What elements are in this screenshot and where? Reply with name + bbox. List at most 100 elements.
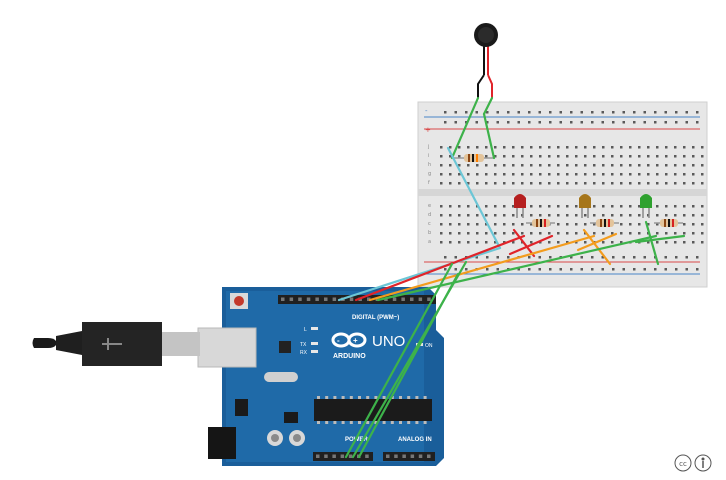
breadboard-hole: [485, 205, 488, 208]
rail-hole: [496, 121, 499, 124]
usb-cable[interactable]: [32, 322, 201, 366]
breadboard-hole: [593, 182, 596, 185]
breadboard-hole: [440, 173, 443, 176]
breadboard-hole: [683, 232, 686, 235]
breadboard-hole: [575, 164, 578, 167]
wire-green-cross[interactable]: [634, 234, 686, 244]
breadboard-hole: [521, 232, 524, 235]
license-badge[interactable]: cc: [674, 454, 712, 472]
rail-hole: [496, 111, 499, 114]
breadboard-hole: [449, 232, 452, 235]
wire-green-led-to-pin[interactable]: [376, 234, 658, 302]
logo-plus: +: [353, 336, 358, 345]
rail-hole: [559, 268, 562, 271]
wire-green-led-gnd[interactable]: [644, 220, 660, 266]
breadboard-hole: [503, 205, 506, 208]
power-jack[interactable]: [208, 427, 236, 459]
rail-hole: [538, 256, 541, 259]
breadboard-hole: [683, 164, 686, 167]
breadboard-hole: [665, 173, 668, 176]
wire-orange-cross[interactable]: [576, 232, 618, 252]
resistor-motor[interactable]: [454, 154, 494, 162]
rail-hole: [633, 121, 636, 124]
breadboard-hole: [566, 155, 569, 158]
rail-hole: [570, 256, 573, 259]
wire-orange-led-gnd[interactable]: [582, 228, 612, 266]
wire-cyan-to-pin[interactable]: [337, 246, 502, 302]
breadboard-hole: [593, 232, 596, 235]
usb-port[interactable]: [197, 327, 257, 368]
header-pin: [348, 454, 353, 458]
breadboard-hole: [665, 205, 668, 208]
breadboard-hole: [485, 173, 488, 176]
breadboard-hole: [449, 182, 452, 185]
breadboard-hole: [575, 182, 578, 185]
atmega-chip-legs: [317, 396, 427, 424]
breadboard-hole: [647, 182, 650, 185]
breadboard-hole: [476, 214, 479, 217]
breadboard-hole: [539, 182, 542, 185]
led-green[interactable]: [640, 194, 652, 218]
wire-orange-led-to-pin[interactable]: [368, 234, 596, 302]
breadboard-hole: [665, 146, 668, 149]
breadboard-hole: [539, 146, 542, 149]
breadboard-hole: [458, 205, 461, 208]
breadboard-hole: [701, 182, 704, 185]
breadboard-hole: [656, 164, 659, 167]
chip-leg: [390, 421, 394, 424]
model-label: UNO: [372, 333, 405, 350]
rail-hole: [475, 256, 478, 259]
breadboard-hole: [674, 173, 677, 176]
breadboard-hole: [638, 214, 641, 217]
breadboard-hole: [530, 214, 533, 217]
breadboard-hole: [566, 182, 569, 185]
arduino-board[interactable]: DIGITAL (PWM~) L TX RX ON - + UNO ARDUIN…: [197, 287, 444, 466]
row-letter: a: [428, 239, 431, 245]
reset-button-cap[interactable]: [234, 296, 244, 306]
wire-green-gnd-2[interactable]: [344, 262, 454, 459]
motor-face: [478, 27, 494, 43]
crystal-oscillator: [264, 372, 298, 382]
wire-green-gnd[interactable]: [357, 272, 460, 459]
breadboard-hole: [467, 241, 470, 244]
breadboard-hole: [701, 223, 704, 226]
wire-red-led-to-pin[interactable]: [354, 234, 526, 302]
header-pin: [306, 297, 311, 301]
led-orange[interactable]: [579, 194, 591, 218]
breadboard-hole: [692, 232, 695, 235]
row-letter: j: [427, 144, 429, 150]
chip-leg: [407, 421, 411, 424]
rail-hole: [622, 111, 625, 114]
resistor-orange[interactable]: [590, 219, 619, 227]
row-letter: g: [428, 171, 431, 177]
breadboard-hole: [494, 146, 497, 149]
breadboard-hole: [512, 232, 515, 235]
rail-hole: [580, 111, 583, 114]
rail-hole: [549, 268, 552, 271]
header-pin: [332, 297, 337, 301]
breadboard-hole: [512, 241, 515, 244]
rail-hole: [580, 121, 583, 124]
resistor-green[interactable]: [654, 219, 683, 227]
led-red[interactable]: [514, 194, 526, 218]
rail-hole: [486, 111, 489, 114]
chip-leg: [341, 421, 345, 424]
wire-red-cross[interactable]: [508, 234, 554, 256]
wire-cyan-breadboard[interactable]: [446, 146, 502, 250]
breadboard-hole: [611, 146, 614, 149]
wire-green-motor-rail-2[interactable]: [482, 112, 496, 160]
wire-green-motor-gnd[interactable]: [450, 96, 480, 160]
led-rx: [311, 350, 318, 353]
wire-green-motor-rail[interactable]: [482, 96, 494, 116]
breadboard-hole: [656, 232, 659, 235]
wire-red-led-gnd[interactable]: [512, 228, 536, 258]
breadboard-hole: [629, 232, 632, 235]
breadboard[interactable]: + - j i h g f e d c b a: [417, 101, 708, 288]
arduino-logo: - +: [331, 332, 367, 348]
rail-hole: [559, 121, 562, 124]
resistor-red[interactable]: [526, 219, 555, 227]
rail-hole: [643, 111, 646, 114]
rail-hole: [664, 268, 667, 271]
vibration-motor[interactable]: [474, 23, 498, 98]
breadboard-hole: [674, 164, 677, 167]
